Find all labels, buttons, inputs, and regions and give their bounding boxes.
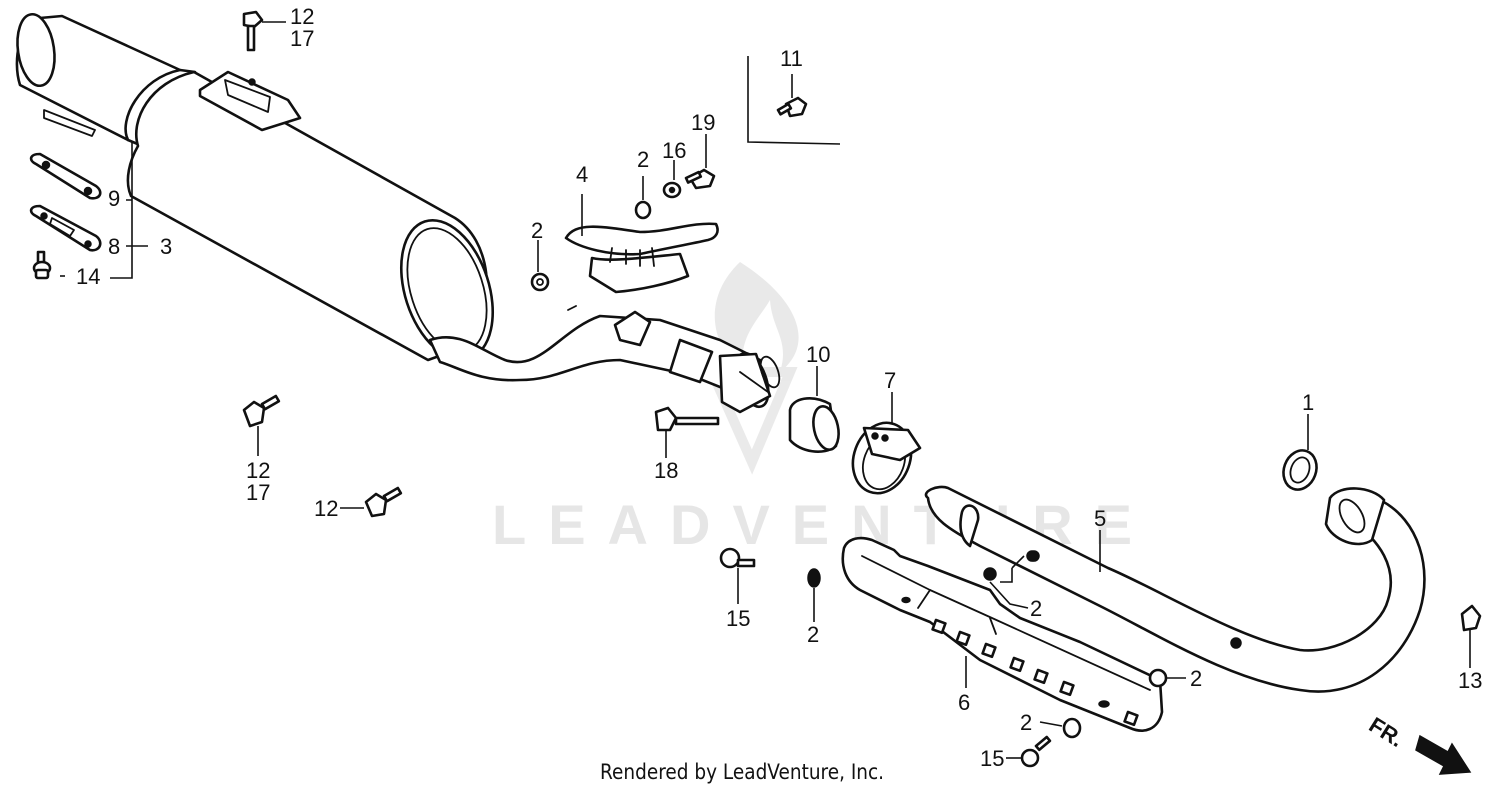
callout-12: 12 bbox=[290, 4, 315, 29]
nut-2a-icon bbox=[530, 240, 550, 292]
callout-12-17-left: 12 17 bbox=[246, 460, 270, 504]
callout-12-17-top: 12 17 bbox=[290, 6, 314, 50]
footer-credit: Rendered by LeadVenture, Inc. bbox=[600, 760, 885, 784]
bolt-15a-icon bbox=[719, 547, 756, 604]
cap-nut-13-icon bbox=[1460, 604, 1482, 668]
washer-16-icon bbox=[662, 160, 682, 199]
callout-11: 11 bbox=[780, 46, 803, 71]
plate-9-icon bbox=[29, 152, 102, 200]
callout-17: 17 bbox=[290, 26, 315, 51]
mid-pipe-icon bbox=[428, 305, 781, 414]
nut-2c-icon bbox=[807, 568, 821, 622]
plate-8-icon bbox=[29, 204, 102, 252]
callout-14: 14 bbox=[76, 264, 101, 289]
callout-3: 3 bbox=[160, 234, 173, 259]
callout-12c: 12 bbox=[314, 496, 339, 521]
callout-13: 13 bbox=[1458, 668, 1483, 693]
callout-15b: 15 bbox=[980, 746, 1005, 771]
joint-gasket-10-icon bbox=[788, 366, 840, 453]
callout-9: 9 bbox=[108, 186, 121, 211]
callout-18: 18 bbox=[654, 458, 679, 483]
pipe-protector-6-icon bbox=[841, 536, 1164, 732]
nut-2f-icon bbox=[1039, 717, 1082, 739]
bolt-19-icon bbox=[684, 134, 716, 190]
muffler-icon bbox=[15, 12, 495, 362]
bolt-12-17-left-icon bbox=[242, 394, 281, 456]
callout-2e: 2 bbox=[1190, 666, 1203, 691]
nut-2d-icon bbox=[983, 550, 1038, 609]
callout-2b: 2 bbox=[637, 147, 650, 172]
callout-2d: 2 bbox=[1030, 596, 1043, 621]
gasket-1-icon bbox=[1282, 414, 1318, 491]
callout-2c: 2 bbox=[807, 622, 820, 647]
callout-16: 16 bbox=[662, 138, 687, 163]
callout-15a: 15 bbox=[726, 606, 751, 631]
callout-2a: 2 bbox=[531, 218, 544, 243]
nut-2b-icon bbox=[634, 176, 652, 220]
callout-4: 4 bbox=[576, 162, 589, 187]
front-direction-arrow-icon bbox=[1415, 734, 1472, 775]
callout-1: 1 bbox=[1302, 390, 1315, 415]
callout-5: 5 bbox=[1094, 506, 1107, 531]
bolt-15b-icon bbox=[1006, 735, 1052, 768]
callout-7: 7 bbox=[884, 368, 897, 393]
bolt-12-icon bbox=[340, 486, 403, 518]
clamp-7-icon bbox=[851, 392, 922, 495]
bolt-18-icon bbox=[654, 406, 720, 458]
bolt-12-17-top-icon bbox=[242, 10, 286, 52]
callout-19: 19 bbox=[691, 110, 716, 135]
callout-17: 17 bbox=[246, 480, 271, 505]
callout-10: 10 bbox=[806, 342, 831, 367]
bolt-11-icon bbox=[747, 56, 841, 145]
bolt-14-icon bbox=[32, 250, 52, 280]
callout-6: 6 bbox=[958, 690, 971, 715]
callout-8: 8 bbox=[108, 234, 121, 259]
callout-12: 12 bbox=[246, 458, 271, 483]
nut-2e-icon bbox=[1148, 668, 1186, 688]
muffler-protector-4-icon bbox=[564, 194, 719, 294]
callout-2f: 2 bbox=[1020, 710, 1033, 735]
exhaust-pipe-5-icon bbox=[924, 485, 1426, 693]
